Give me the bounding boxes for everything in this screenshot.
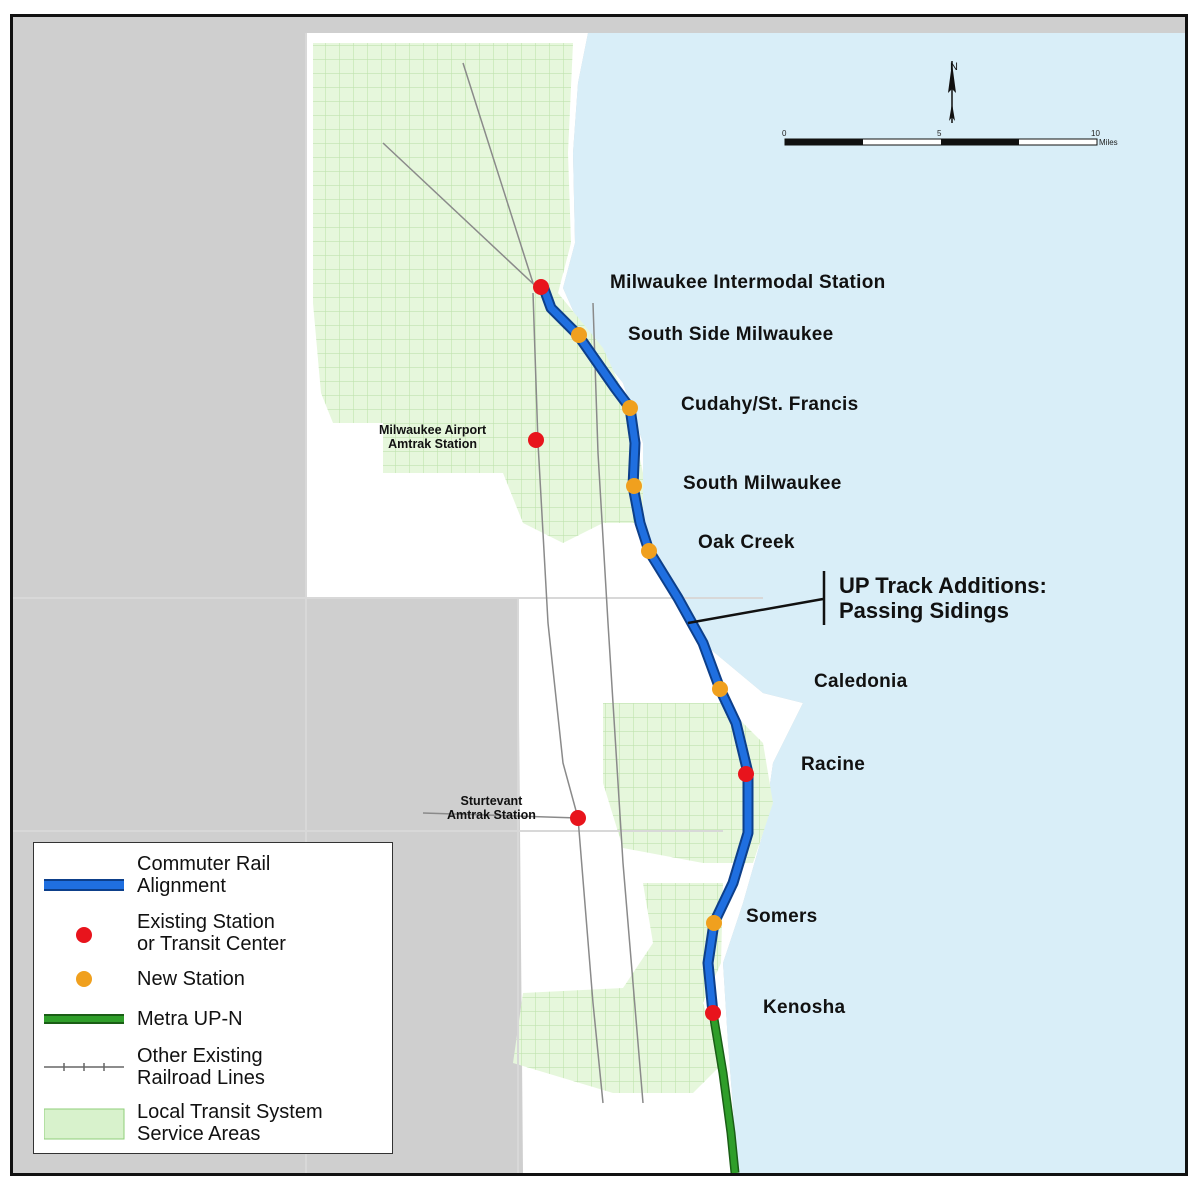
station-marker-sturtevant-amtrak[interactable] (570, 810, 586, 826)
legend-label: Commuter Rail Alignment (137, 853, 271, 897)
label-caledonia: Caledonia (814, 671, 908, 692)
legend-label: Metra UP-N (137, 1008, 243, 1030)
label-sturtevant-amtrak: Sturtevant Amtrak Station (447, 794, 536, 822)
scale-unit: Miles (1099, 138, 1118, 147)
label-racine: Racine (801, 754, 866, 775)
legend-label: Local Transit System Service Areas (137, 1101, 323, 1145)
service-area-swatch-icon (44, 1108, 125, 1140)
new-station-dot-icon (76, 971, 92, 987)
label-south-side-milwaukee: South Side Milwaukee (628, 324, 834, 345)
metra-swatch-icon (44, 1014, 124, 1024)
legend-label: Other Existing Railroad Lines (137, 1045, 265, 1089)
other-rail-swatch-icon (44, 1063, 124, 1071)
station-marker-south-side-milwaukee[interactable] (571, 327, 587, 343)
callout-leader (687, 571, 826, 625)
scale-tick-0: 0 (782, 129, 787, 138)
station-marker-caledonia[interactable] (712, 681, 728, 697)
station-marker-south-milwaukee[interactable] (626, 478, 642, 494)
existing-station-dot-icon (76, 927, 92, 943)
station-marker-oak-creek[interactable] (641, 543, 657, 559)
label-milwaukee-airport-amtrak: Milwaukee Airport Amtrak Station (379, 423, 487, 451)
label-oak-creek: Oak Creek (698, 532, 795, 553)
scale-bar (784, 138, 1098, 146)
scale-tick-5: 5 (937, 129, 942, 138)
legend-label: Existing Station or Transit Center (137, 911, 286, 955)
scale-tick-10: 10 (1091, 129, 1100, 138)
station-marker-milwaukee-intermodal[interactable] (533, 279, 549, 295)
station-marker-cudahy-st-francis[interactable] (622, 400, 638, 416)
label-cudahy-st-francis: Cudahy/St. Francis (681, 394, 859, 415)
station-marker-somers[interactable] (706, 915, 722, 931)
commuter-rail-swatch-icon (44, 879, 124, 891)
local-transit-service-areas (313, 43, 773, 1093)
map-legend: Commuter Rail Alignment Existing Station… (33, 842, 393, 1154)
label-kenosha: Kenosha (763, 997, 846, 1018)
north-label: N (950, 61, 958, 73)
legend-label: New Station (137, 968, 245, 990)
label-up-track-additions: UP Track Additions: Passing Sidings (839, 573, 1047, 623)
station-marker-milwaukee-airport-amtrak[interactable] (528, 432, 544, 448)
station-marker-racine[interactable] (738, 766, 754, 782)
north-arrow-icon (948, 61, 956, 123)
lake-michigan (563, 33, 1185, 1173)
label-south-milwaukee: South Milwaukee (683, 473, 842, 494)
label-milwaukee-intermodal: Milwaukee Intermodal Station (610, 272, 886, 293)
station-marker-kenosha[interactable] (705, 1005, 721, 1021)
station-markers (528, 279, 754, 1021)
label-somers: Somers (746, 906, 818, 927)
